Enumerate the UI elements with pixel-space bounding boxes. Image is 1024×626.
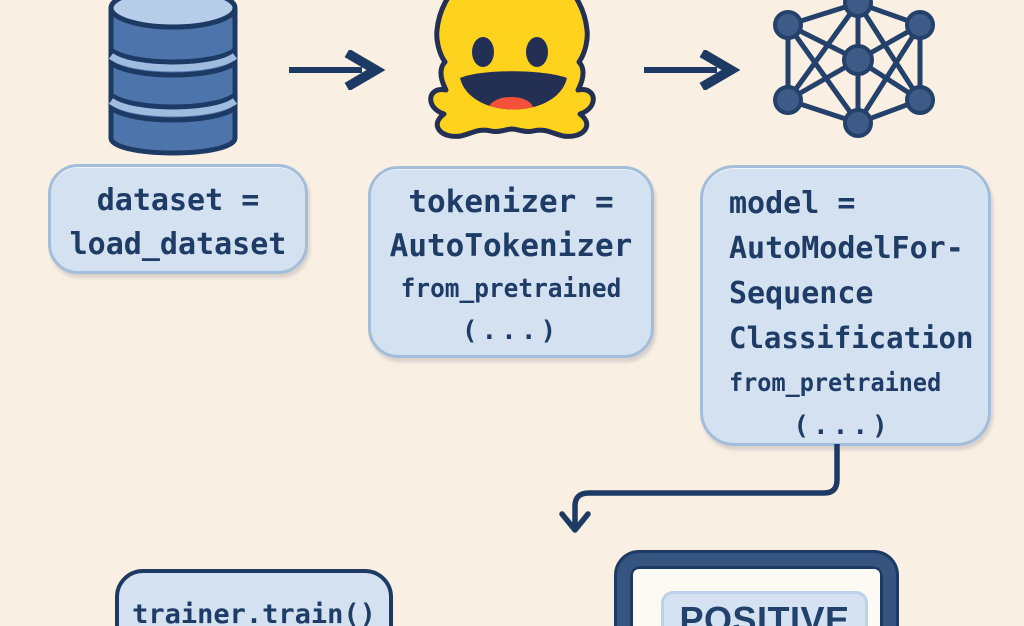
code-line: tokenizer =: [408, 184, 614, 220]
arrow-right-icon: [289, 50, 386, 90]
code-line: (...): [793, 411, 892, 441]
arrow-right-icon: [644, 50, 741, 90]
trainer-code-box: trainer.train(): [115, 569, 393, 626]
tokenizer-code-box: tokenizer = AutoTokenizer from_pretraine…: [368, 166, 654, 358]
dataset-code-box: dataset = load_dataset: [48, 164, 308, 274]
elbow-arrow-down-icon: [559, 444, 840, 533]
code-line: Sequence: [729, 276, 874, 311]
code-line: from_pretrained: [400, 274, 622, 304]
database-icon: [108, 0, 238, 156]
code-line: dataset =: [96, 183, 260, 218]
code-line: trainer.train(): [132, 599, 376, 626]
model-code-box: model = AutoModelFor- Sequence Classific…: [700, 165, 991, 446]
mouth: [460, 71, 567, 110]
hugging-face-emoji-icon: [428, 0, 596, 139]
code-line: load_dataset: [69, 227, 287, 262]
code-line: AutoModelFor-: [729, 231, 964, 266]
code-line: Classification: [729, 321, 974, 355]
code-line: model =: [729, 186, 856, 221]
left-eye: [472, 37, 494, 67]
neural-network-icon: [773, 0, 935, 138]
prediction-label: POSITIVE: [679, 599, 850, 626]
right-eye: [526, 37, 548, 67]
code-line: (...): [461, 316, 561, 346]
code-line: from_pretrained: [729, 368, 942, 397]
monitor-icon: POSITIVE: [617, 553, 896, 626]
prediction-output-box: POSITIVE: [661, 591, 868, 626]
code-line: AutoTokenizer: [389, 228, 633, 264]
